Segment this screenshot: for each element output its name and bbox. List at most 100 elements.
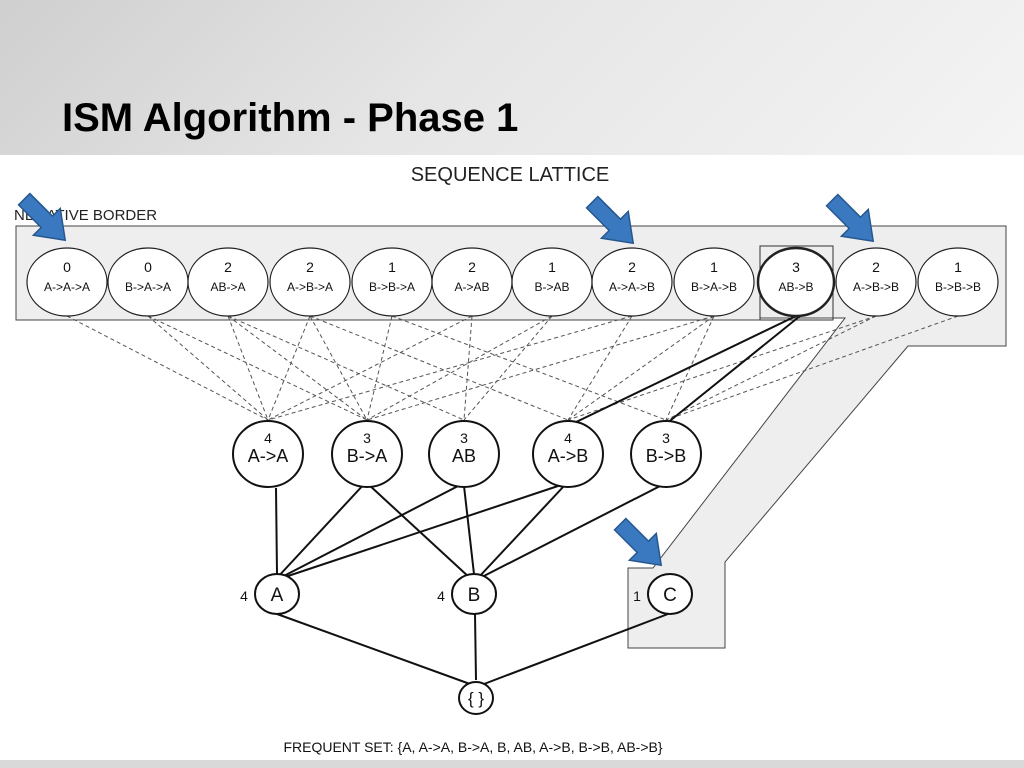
node-circle	[26, 247, 108, 317]
node-label: B->A->B	[691, 280, 737, 294]
node-label: A->A->A	[44, 280, 90, 294]
node-support: 0	[144, 259, 152, 275]
figure-title: SEQUENCE LATTICE	[411, 164, 610, 186]
lattice-node-a-b: 4A->B	[532, 420, 604, 488]
node-support: 4	[437, 588, 445, 604]
node-support: 4	[564, 430, 572, 446]
node-support: 2	[224, 259, 232, 275]
solid-edge	[281, 483, 565, 579]
lattice-node-b-a: 3B->A	[331, 420, 403, 488]
node-circle	[673, 247, 755, 317]
solid-edge	[477, 485, 565, 579]
node-label: B->A->A	[125, 280, 171, 294]
slide-title: ISM Algorithm - Phase 1	[62, 96, 519, 140]
lattice-node-b-ab: 1B->AB	[511, 247, 593, 317]
node-circle	[428, 420, 500, 488]
lattice-node-b-a-b: 1B->A->B	[673, 247, 755, 317]
node-label: A->A	[248, 446, 289, 466]
lattice-node-b-b-b: 1B->B->B	[917, 247, 999, 317]
node-support: 0	[63, 259, 71, 275]
node-support: 2	[468, 259, 476, 275]
node-support: 4	[240, 588, 248, 604]
node-circle	[835, 247, 917, 317]
node-circle	[630, 420, 702, 488]
node-label: AB->B	[778, 280, 813, 294]
lattice-node-a-b-b: 2A->B->B	[835, 247, 917, 317]
node-support: 1	[954, 259, 962, 275]
solid-edge	[277, 483, 463, 580]
node-circle	[532, 420, 604, 488]
node-support: 1	[710, 259, 718, 275]
dashed-edge	[267, 315, 311, 421]
dashed-edge	[366, 315, 715, 421]
node-circle	[591, 247, 673, 317]
lattice-node-ab-a: 2AB->A	[187, 247, 269, 317]
dashed-edge	[567, 315, 877, 421]
node-circle	[187, 247, 269, 317]
node-support: 2	[306, 259, 314, 275]
lattice-nodes: 0A->A->A0B->A->A2AB->A2A->B->A1B->B->A2A…	[26, 246, 999, 715]
node-support: 4	[264, 430, 272, 446]
dashed-edge	[567, 315, 715, 421]
lattice-node-a-ab: 2A->AB	[431, 247, 513, 317]
dashed-edge	[147, 315, 368, 421]
node-support: 1	[388, 259, 396, 275]
node-label: B->B->A	[369, 280, 415, 294]
arrow-icon	[17, 192, 67, 242]
lattice-node-b-a-a: 0B->A->A	[107, 247, 189, 317]
solid-edge	[276, 613, 471, 685]
node-label: AB->A	[210, 280, 245, 294]
dashed-edge	[267, 315, 473, 421]
solid-edge	[483, 613, 669, 685]
node-circle	[647, 573, 693, 615]
solid-edge	[275, 487, 278, 575]
node-circle	[756, 246, 836, 318]
node-label: B->B->B	[935, 280, 981, 294]
dashed-edge	[267, 315, 633, 421]
node-support: 3	[792, 259, 800, 275]
node-support: 3	[363, 430, 371, 446]
node-label: A->B	[548, 446, 589, 466]
dashed-edge	[463, 315, 553, 421]
dashed-edge	[665, 315, 959, 421]
node-label: C	[663, 585, 677, 606]
node-label: { }	[468, 689, 484, 708]
node-label: A->B->B	[853, 280, 899, 294]
node-circle	[917, 247, 999, 317]
dashed-edge	[366, 315, 553, 421]
lattice-node-a-a-b: 2A->A->B	[591, 247, 673, 317]
lattice-node-b-b-a: 1B->B->A	[351, 247, 433, 317]
dashed-edge	[309, 315, 569, 421]
node-circle	[451, 573, 497, 615]
solid-edge	[367, 483, 471, 579]
lattice-node-b: B4	[437, 573, 497, 615]
dashed-edge	[463, 315, 473, 421]
node-circle	[232, 420, 304, 488]
dashed-edges	[66, 315, 959, 421]
sequence-lattice-diagram: 0A->A->A0B->A->A2AB->A2A->B->A1B->B->A2A…	[14, 164, 1007, 755]
dashed-edge	[366, 315, 393, 421]
lattice-node-a-a-a: 0A->A->A	[26, 247, 108, 317]
dashed-edge	[309, 315, 368, 421]
solid-edges	[275, 315, 801, 685]
arrow-icon	[613, 517, 663, 567]
lattice-node-c: C1	[633, 573, 693, 615]
node-circle	[331, 420, 403, 488]
dashed-edge	[147, 315, 269, 421]
node-support: 1	[633, 588, 641, 604]
lattice-node-ab: 3AB	[428, 420, 500, 488]
node-label: B	[468, 585, 481, 606]
lattice-node-a: A4	[240, 573, 300, 615]
solid-edge	[479, 483, 665, 579]
dashed-edge	[567, 315, 633, 421]
node-label: A->B->A	[287, 280, 333, 294]
lattice-node-a-a: 4A->A	[232, 420, 304, 488]
dashed-edge	[227, 315, 368, 421]
solid-edge	[275, 481, 367, 580]
pointer-arrows	[17, 192, 875, 567]
node-support: 3	[460, 430, 468, 446]
node-support: 2	[872, 259, 880, 275]
slide-header	[0, 0, 1024, 155]
node-label: A->AB	[454, 280, 489, 294]
lattice-node-a-b-a: 2A->B->A	[269, 247, 351, 317]
